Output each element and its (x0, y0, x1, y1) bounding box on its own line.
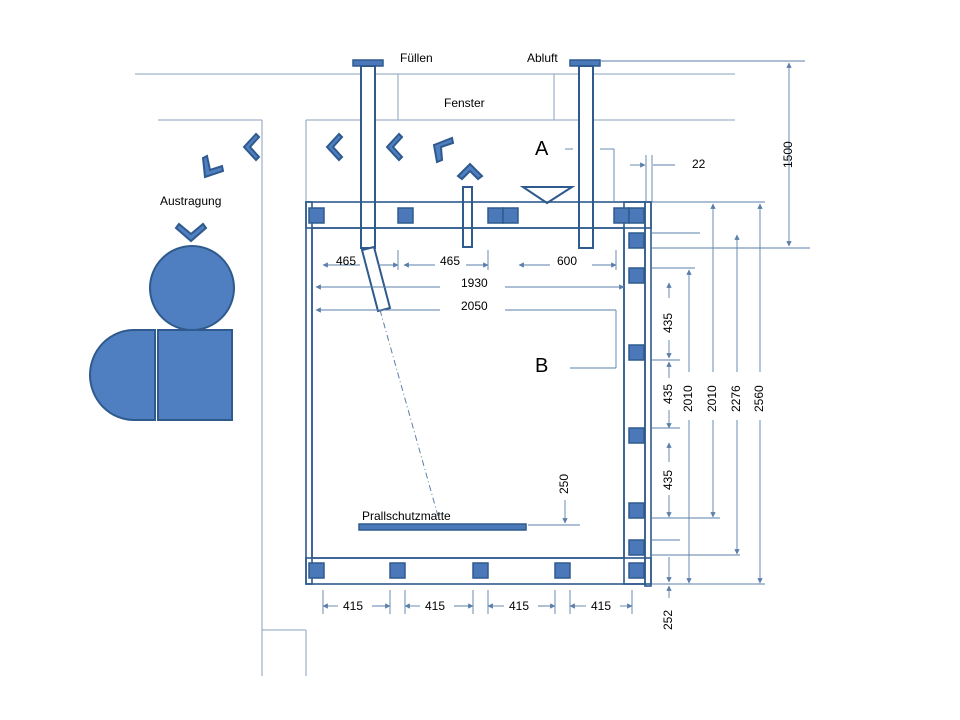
dim-2276: 2276 (729, 385, 743, 412)
wall-lines (135, 73, 735, 676)
middle-rod (462, 186, 473, 248)
dim-465b: 465 (440, 254, 460, 268)
chevron-up-left-icon (432, 136, 455, 164)
flow-chevrons (174, 132, 484, 243)
dim-2050: 2050 (461, 299, 488, 313)
exhaust-pipe (569, 59, 601, 249)
funnel (519, 186, 576, 205)
dim-465a: 465 (336, 254, 356, 268)
fill-pipe (352, 59, 392, 313)
chevron-left-icon (242, 132, 261, 162)
chevron-up-icon (456, 162, 484, 181)
dim-2560: 2560 (752, 385, 766, 412)
label-exhaust: Abluft (527, 51, 558, 65)
dim-435c: 435 (661, 470, 675, 490)
dim-415b: 415 (425, 599, 445, 613)
label-fill: Füllen (400, 51, 433, 65)
chevron-down-left-icon (201, 154, 225, 179)
chevron-down-icon (174, 222, 208, 243)
dim-435a: 435 (661, 313, 675, 333)
label-window: Fenster (444, 96, 485, 110)
dim-22: 22 (692, 157, 706, 171)
label-discharge: Austragung (160, 194, 221, 208)
dim-252: 252 (661, 610, 675, 630)
dim-415a: 415 (343, 599, 363, 613)
dim-415c: 415 (509, 599, 529, 613)
chevron-left-icon (385, 132, 404, 162)
dim-250: 250 (557, 474, 571, 494)
dimension-lines (315, 60, 810, 614)
posts (308, 207, 645, 579)
impact-mat (358, 523, 527, 531)
dim-2010a: 2010 (681, 385, 695, 412)
dim-435b: 435 (661, 384, 675, 404)
trajectory-line (379, 309, 439, 517)
dim-1930: 1930 (461, 276, 488, 290)
chevron-left-icon (325, 132, 344, 162)
dim-415d: 415 (591, 599, 611, 613)
dim-600: 600 (557, 254, 577, 268)
dim-1500: 1500 (781, 141, 795, 168)
dim-2010b: 2010 (705, 385, 719, 412)
discharge-container (89, 245, 235, 421)
label-impact-mat: Prallschutzmatte (362, 509, 451, 523)
label-zone-a: A (535, 138, 549, 160)
label-zone-b: B (535, 355, 548, 377)
enclosure-frame (305, 201, 652, 587)
